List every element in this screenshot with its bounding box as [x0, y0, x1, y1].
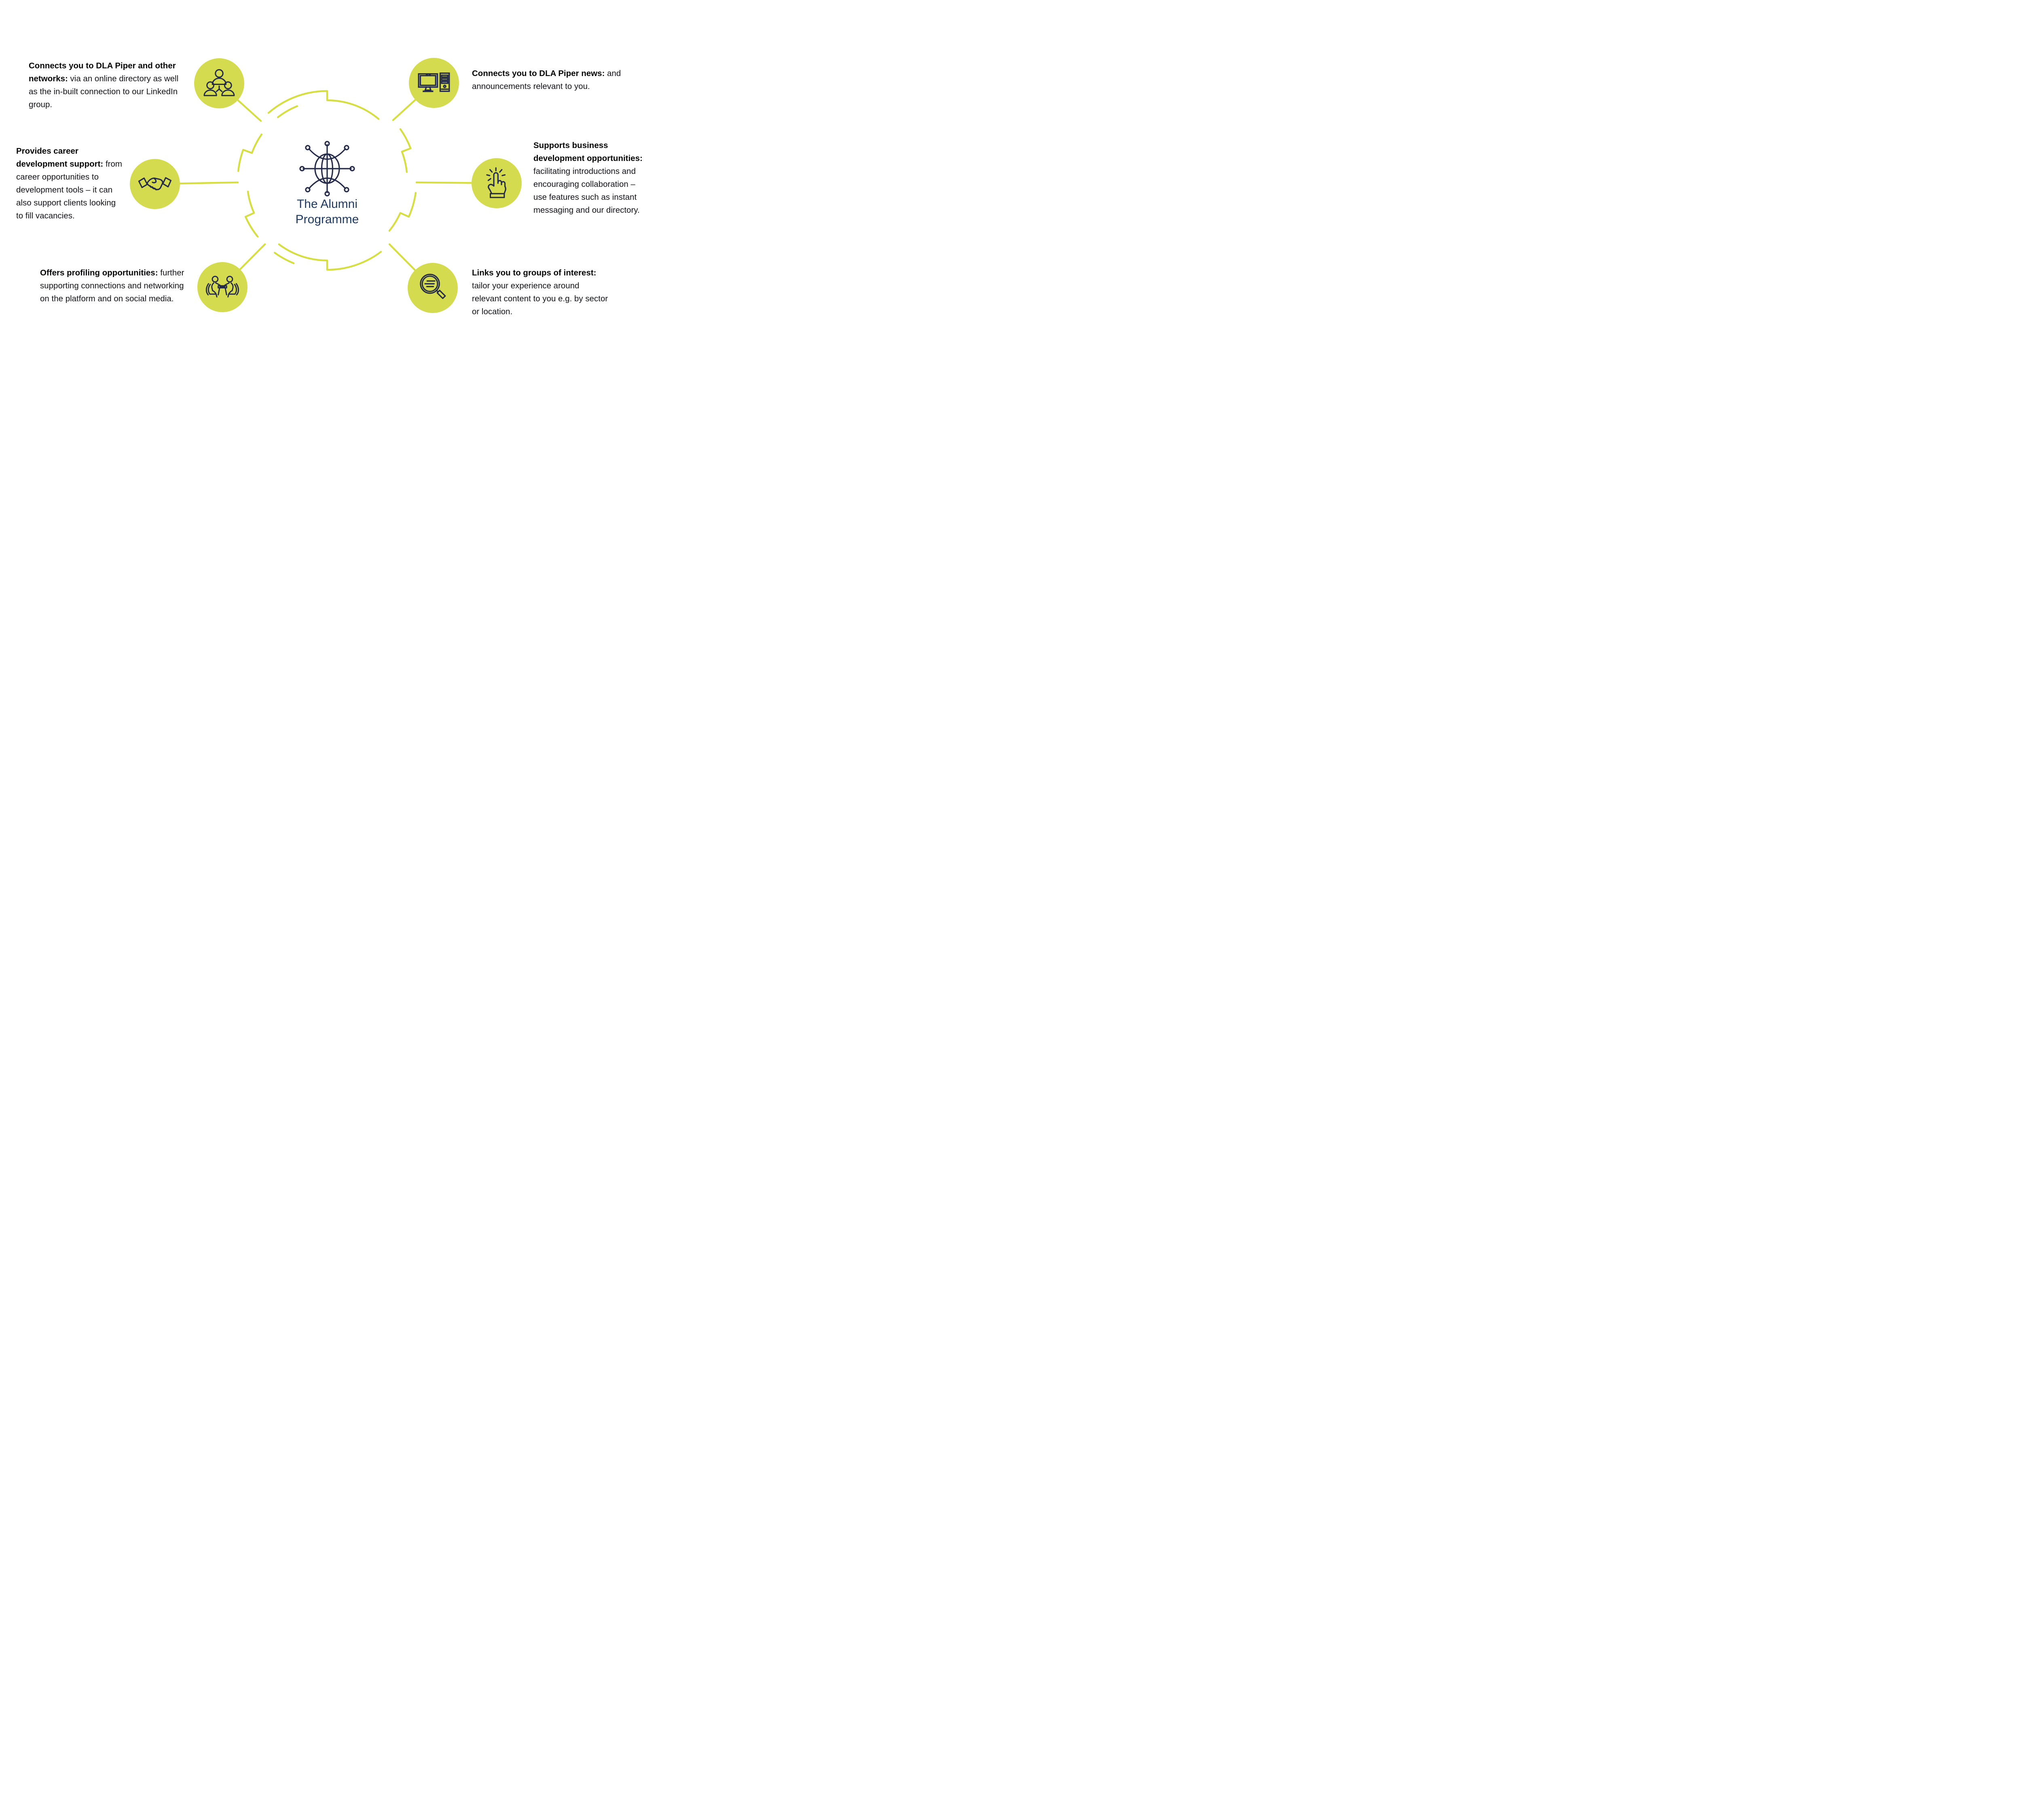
page-title-line1: The Alumni	[296, 197, 358, 211]
item-text-profiling: Offers profiling opportunities: further …	[40, 267, 186, 305]
search-list-icon	[420, 273, 446, 299]
item-text-news: Connects you to DLA Piper news: and anno…	[472, 67, 626, 93]
people-network-icon	[203, 69, 235, 96]
item-text-connects-networks: Connects you to DLA Piper and other netw…	[29, 59, 183, 111]
bubble-connects-networks	[194, 58, 244, 108]
item-heading: Provides career development support:	[16, 146, 104, 169]
item-body: from career opportunities to development…	[16, 159, 122, 220]
item-text-groups-of-interest: Links you to groups of interest: tailor …	[472, 267, 609, 318]
ring-arc	[237, 133, 263, 172]
item-heading: Links you to groups of interest:	[472, 268, 596, 277]
handshake-icon	[138, 177, 172, 190]
alumni-programme-infographic: The Alumni Programme	[0, 0, 647, 364]
meeting-icon	[205, 275, 239, 298]
bubble-profiling	[197, 262, 247, 312]
ring-arc	[399, 128, 412, 173]
bubble-news	[409, 58, 459, 108]
item-heading: Connects you to DLA Piper and other netw…	[29, 61, 176, 83]
ring-arc	[278, 243, 382, 271]
ring-arc	[388, 192, 417, 232]
ring-arc	[273, 252, 295, 265]
item-body: further supporting connections and netwo…	[40, 268, 184, 303]
computer-icon	[418, 72, 450, 92]
item-heading: Supports business development opportunit…	[533, 141, 643, 163]
click-hand-icon	[486, 167, 506, 198]
ring-arc	[277, 105, 298, 119]
bubble-career-support	[130, 159, 180, 209]
item-body: tailor your experience around relevant c…	[472, 281, 608, 316]
item-body: facilitating introductions and encouragi…	[533, 167, 640, 215]
item-heading: Offers profiling opportunities:	[40, 268, 158, 277]
ring-arc	[244, 190, 259, 238]
item-text-career-support: Provides career development support: fro…	[16, 145, 122, 222]
page-title: The Alumni Programme	[266, 197, 388, 227]
item-body: and announcements relevant to you.	[472, 69, 621, 91]
item-text-business-development: Supports business development opportunit…	[533, 139, 647, 217]
globe-network-icon	[297, 138, 357, 199]
item-heading: Connects you to DLA Piper news:	[472, 69, 605, 78]
bubble-business-development	[472, 158, 522, 208]
bubble-groups-of-interest	[408, 263, 458, 313]
item-body: via an online directory as well as the i…	[29, 74, 179, 109]
ring-arc	[267, 90, 380, 120]
page-title-line2: Programme	[295, 213, 359, 226]
